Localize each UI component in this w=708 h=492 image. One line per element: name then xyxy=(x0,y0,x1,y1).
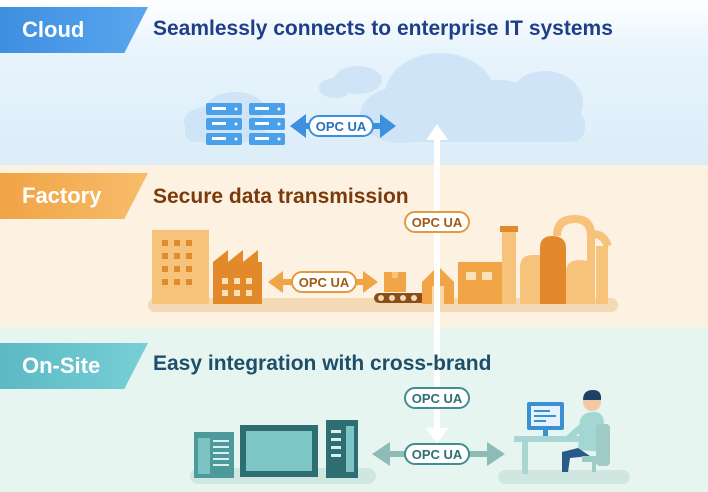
onsite-horizontal-opc-ua-label: OPC UA xyxy=(404,443,470,465)
cloud-heading: Seamlessly connects to enterprise IT sys… xyxy=(153,17,613,40)
cloud-layer-tag: Cloud xyxy=(0,7,148,53)
onsite-heading: Easy integration with cross-brand xyxy=(153,352,492,375)
drive-icon xyxy=(326,420,358,478)
cloud-opc-ua-label: OPC UA xyxy=(308,115,374,137)
factory-vertical-opc-ua-label: OPC UA xyxy=(404,211,470,233)
plant-icon xyxy=(458,215,612,304)
factory-horizontal-opc-ua-label: OPC UA xyxy=(291,271,357,293)
factory-layer-tag: Factory xyxy=(0,173,148,219)
onsite-ground-right xyxy=(498,470,630,484)
hmi-panel-icon xyxy=(240,425,318,477)
onsite-vertical-opc-ua-label: OPC UA xyxy=(404,387,470,409)
vertical-connection-arrow xyxy=(426,124,448,444)
office-building-icon xyxy=(152,230,209,304)
conveyor-icon xyxy=(374,272,426,303)
onsite-layer-tag: On-Site xyxy=(0,343,148,389)
server-rack-icon xyxy=(206,103,285,145)
operator-workstation-icon xyxy=(514,390,610,474)
cloud-icon xyxy=(184,53,585,143)
factory-icon xyxy=(213,250,262,304)
controller-icon xyxy=(194,432,234,478)
factory-heading: Secure data transmission xyxy=(153,185,409,208)
